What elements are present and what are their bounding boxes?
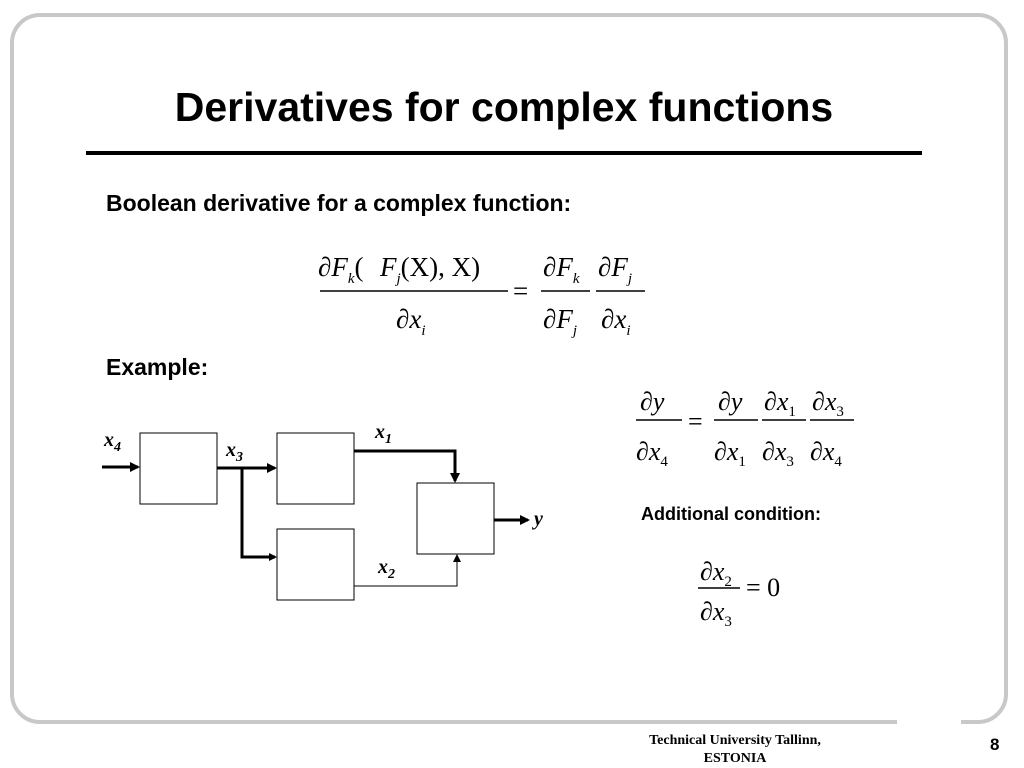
label-x4: x4	[103, 429, 121, 455]
wire-x2	[354, 554, 461, 587]
footer-line-1: Technical University Tallinn,	[649, 733, 821, 748]
formula-example: ∂y ∂x4 = ∂y ∂x1 ∂x1 ∂x3 ∂x3 ∂x4	[634, 382, 864, 472]
slide-frame	[10, 13, 1008, 724]
footer-line-2: ESTONIA	[703, 751, 767, 766]
block-2	[276, 432, 355, 505]
lhs-denominator: ∂x	[396, 304, 421, 334]
svg-text:∂y: ∂y	[718, 387, 743, 416]
page-number: 8	[990, 735, 1000, 754]
svg-text:∂x3: ∂x3	[700, 597, 732, 630]
svg-text:∂Fk: ∂Fk	[543, 252, 580, 287]
svg-text:∂x3: ∂x3	[812, 387, 844, 420]
slide-title: Derivatives for complex functions	[174, 84, 834, 130]
svg-text:∂y: ∂y	[640, 387, 665, 416]
block-1	[139, 432, 218, 505]
formula-condition: ∂x2 ∂x3 = 0	[696, 552, 806, 632]
svg-text:Fj(X), X): Fj(X), X)	[379, 252, 480, 287]
block-4	[416, 482, 495, 555]
equals-sign: =	[513, 276, 528, 306]
svg-text:∂x4: ∂x4	[636, 437, 668, 470]
block-3	[276, 528, 355, 601]
svg-text:∂Fj: ∂Fj	[598, 252, 632, 287]
svg-text:=: =	[688, 407, 703, 436]
circuit-diagram: x4 x3 x1 x2 y	[100, 420, 560, 620]
title-rule	[86, 151, 922, 155]
svg-text:= 0: = 0	[746, 573, 780, 602]
svg-text:∂x1: ∂x1	[764, 387, 796, 420]
frame-gap	[897, 716, 961, 728]
label-y: y	[532, 508, 543, 530]
wire-x1	[354, 449, 460, 483]
label-x3: x3	[225, 439, 243, 465]
label-x2: x2	[377, 556, 395, 582]
subtitle: Boolean derivative for a complex functio…	[106, 190, 572, 216]
svg-text:∂x4: ∂x4	[810, 437, 842, 470]
additional-condition-label: Additional condition:	[641, 504, 821, 524]
label-x1: x1	[374, 421, 392, 447]
svg-text:∂xi: ∂xi	[601, 304, 631, 339]
svg-text:∂x1: ∂x1	[714, 437, 746, 470]
wire-x3-branch	[240, 468, 277, 561]
svg-text:∂xi: ∂xi	[396, 304, 426, 339]
example-label: Example:	[106, 354, 209, 380]
svg-text:∂Fj: ∂Fj	[543, 304, 577, 339]
footer-institution: Technical University Tallinn, ESTONIA	[600, 732, 870, 768]
svg-text:∂x2: ∂x2	[700, 557, 732, 590]
formula-main: ∂Fk( Fj(X), X) ∂xi = ∂Fk ∂Fj ∂Fj ∂xi	[318, 244, 648, 344]
svg-text:∂Fk(: ∂Fk(	[318, 252, 364, 287]
svg-text:∂x3: ∂x3	[762, 437, 794, 470]
